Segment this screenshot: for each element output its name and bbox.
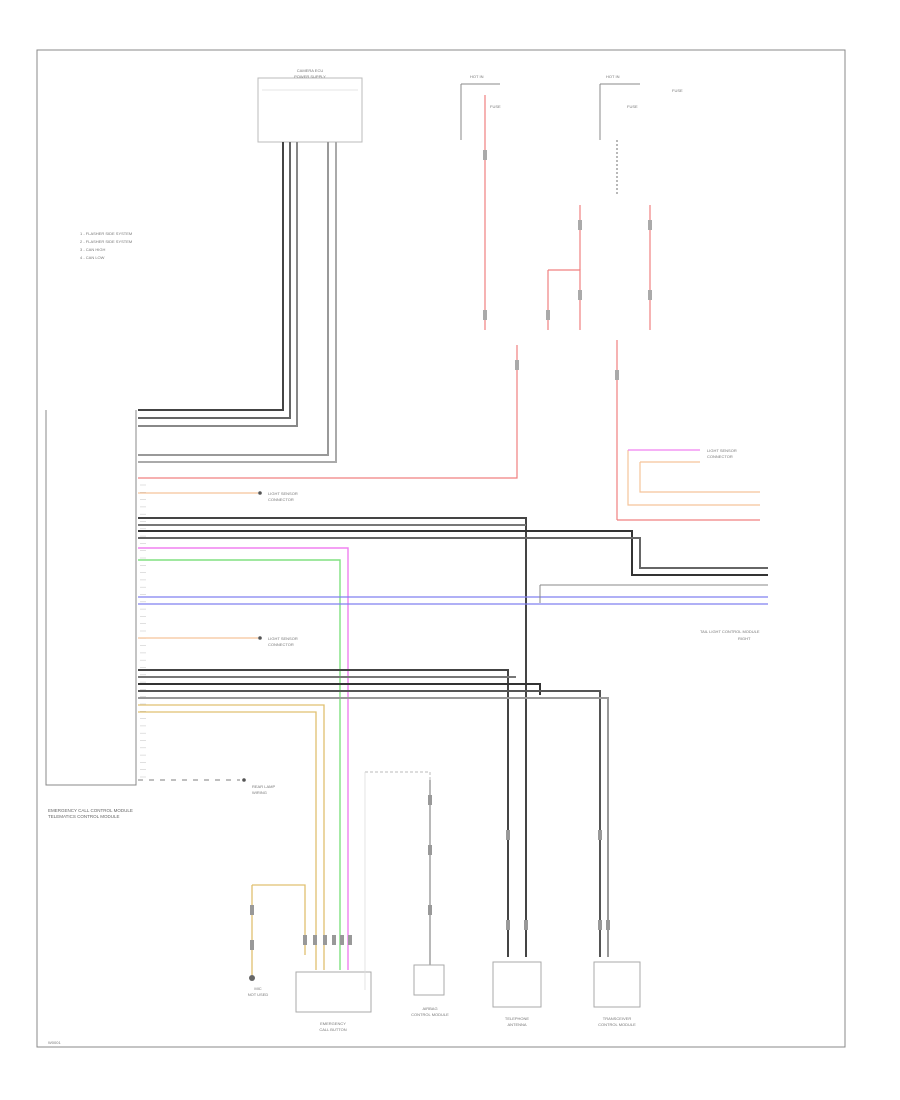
legend: 1 - FLASHER SIDE SYSTEM 2 - FLASHER SIDE…: [80, 231, 132, 260]
airbag-label: AIRBAG: [422, 1006, 437, 1011]
left-component-sub: NOT USED: [248, 992, 269, 997]
emergency-button-label: EMERGENCY: [320, 1021, 346, 1026]
lower-bus-wires: [138, 669, 609, 957]
red-power-wires: [138, 95, 651, 520]
legend-line-1: 1 - FLASHER SIDE SYSTEM: [80, 231, 132, 236]
lower-connector-markers: [250, 795, 610, 950]
camera-ecu-title: CAMERA ECU: [297, 68, 324, 73]
tail-light-sub: WIRING: [252, 790, 267, 795]
light-sensor-1-sub: CONNECTOR: [268, 497, 294, 502]
orange-sensor-line-2: LIGHT SENSOR CONNECTOR: [138, 636, 298, 647]
right-light-sensor-connector: [617, 449, 760, 521]
emergency-button-sub: CALL BUTTON: [319, 1027, 346, 1032]
telephone-antenna-sub: ANTENNA: [507, 1022, 526, 1027]
hot-in-right-label: HOT IN: [606, 74, 620, 79]
transceiver-label: TRANSCEIVER: [603, 1016, 632, 1021]
right-module-label: TAIL LIGHT CONTROL MODULE: [700, 629, 760, 634]
airbag-module: AIRBAG CONTROL MODULE: [364, 771, 449, 1017]
orange-sensor-line-1: LIGHT SENSOR CONNECTOR: [138, 491, 298, 502]
emergency-button-box: EMERGENCY CALL BUTTON: [295, 935, 372, 1032]
ecu-main-sub: TELEMATICS CONTROL MODULE: [48, 814, 120, 819]
telephone-antenna-label: TELEPHONE: [505, 1016, 530, 1021]
fuse-left-label: FUSE: [490, 104, 501, 109]
transceiver-sub: CONTROL MODULE: [598, 1022, 636, 1027]
light-sensor-3-label: LIGHT SENSOR: [707, 448, 737, 453]
black-bus-wires: [138, 517, 768, 957]
transceiver-module: TRANSCEIVER CONTROL MODULE: [593, 961, 641, 1027]
telephone-antenna: TELEPHONE ANTENNA: [492, 961, 542, 1027]
hot-in-left-label: HOT IN: [470, 74, 484, 79]
yellow-wires: [138, 704, 325, 975]
can-gray-wires: [539, 584, 768, 603]
ecu-main-bracket: [45, 410, 137, 786]
hot-in-left: HOT IN FUSE: [460, 74, 501, 140]
legend-line-3: 3 - CAN HIGH: [80, 247, 105, 252]
light-sensor-3-sub: CONNECTOR: [707, 454, 733, 459]
legend-line-2: 2 - FLASHER SIDE SYSTEM: [80, 239, 132, 244]
light-sensor-2-sub: CONNECTOR: [268, 642, 294, 647]
tail-light-label: REAR LAMP: [252, 784, 275, 789]
diagram-frame: [36, 49, 846, 1048]
tail-light-line: REAR LAMP WIRING: [138, 778, 275, 795]
light-sensor-1-label: LIGHT SENSOR: [268, 491, 298, 496]
red-connector-markers: [483, 150, 652, 380]
ecu-main-label: EMERGENCY CALL CONTROL MODULE: [48, 808, 133, 813]
camera-ecu-subtitle: POWER SUPPLY: [294, 74, 326, 79]
left-component-label: MIC: [254, 986, 261, 991]
right-module-sub: RIGHT: [738, 636, 751, 641]
magenta-green-wires: [138, 547, 349, 970]
light-sensor-2-label: LIGHT SENSOR: [268, 636, 298, 641]
page-id: W0001: [48, 1040, 61, 1045]
fuse-note-label: FUSE: [672, 88, 683, 93]
fuse-right-label: FUSE: [627, 104, 638, 109]
ecu-pin-column: [140, 484, 146, 778]
blue-can-wires: [138, 596, 768, 605]
camera-ecu-wires: [138, 142, 337, 463]
legend-line-4: 4 - CAN LOW: [80, 255, 105, 260]
airbag-sub: CONTROL MODULE: [411, 1012, 449, 1017]
camera-ecu-box: CAMERA ECU POWER SUPPLY: [257, 68, 363, 143]
left-component: MIC NOT USED: [248, 975, 269, 997]
hot-in-right: HOT IN FUSE FUSE: [599, 74, 683, 140]
